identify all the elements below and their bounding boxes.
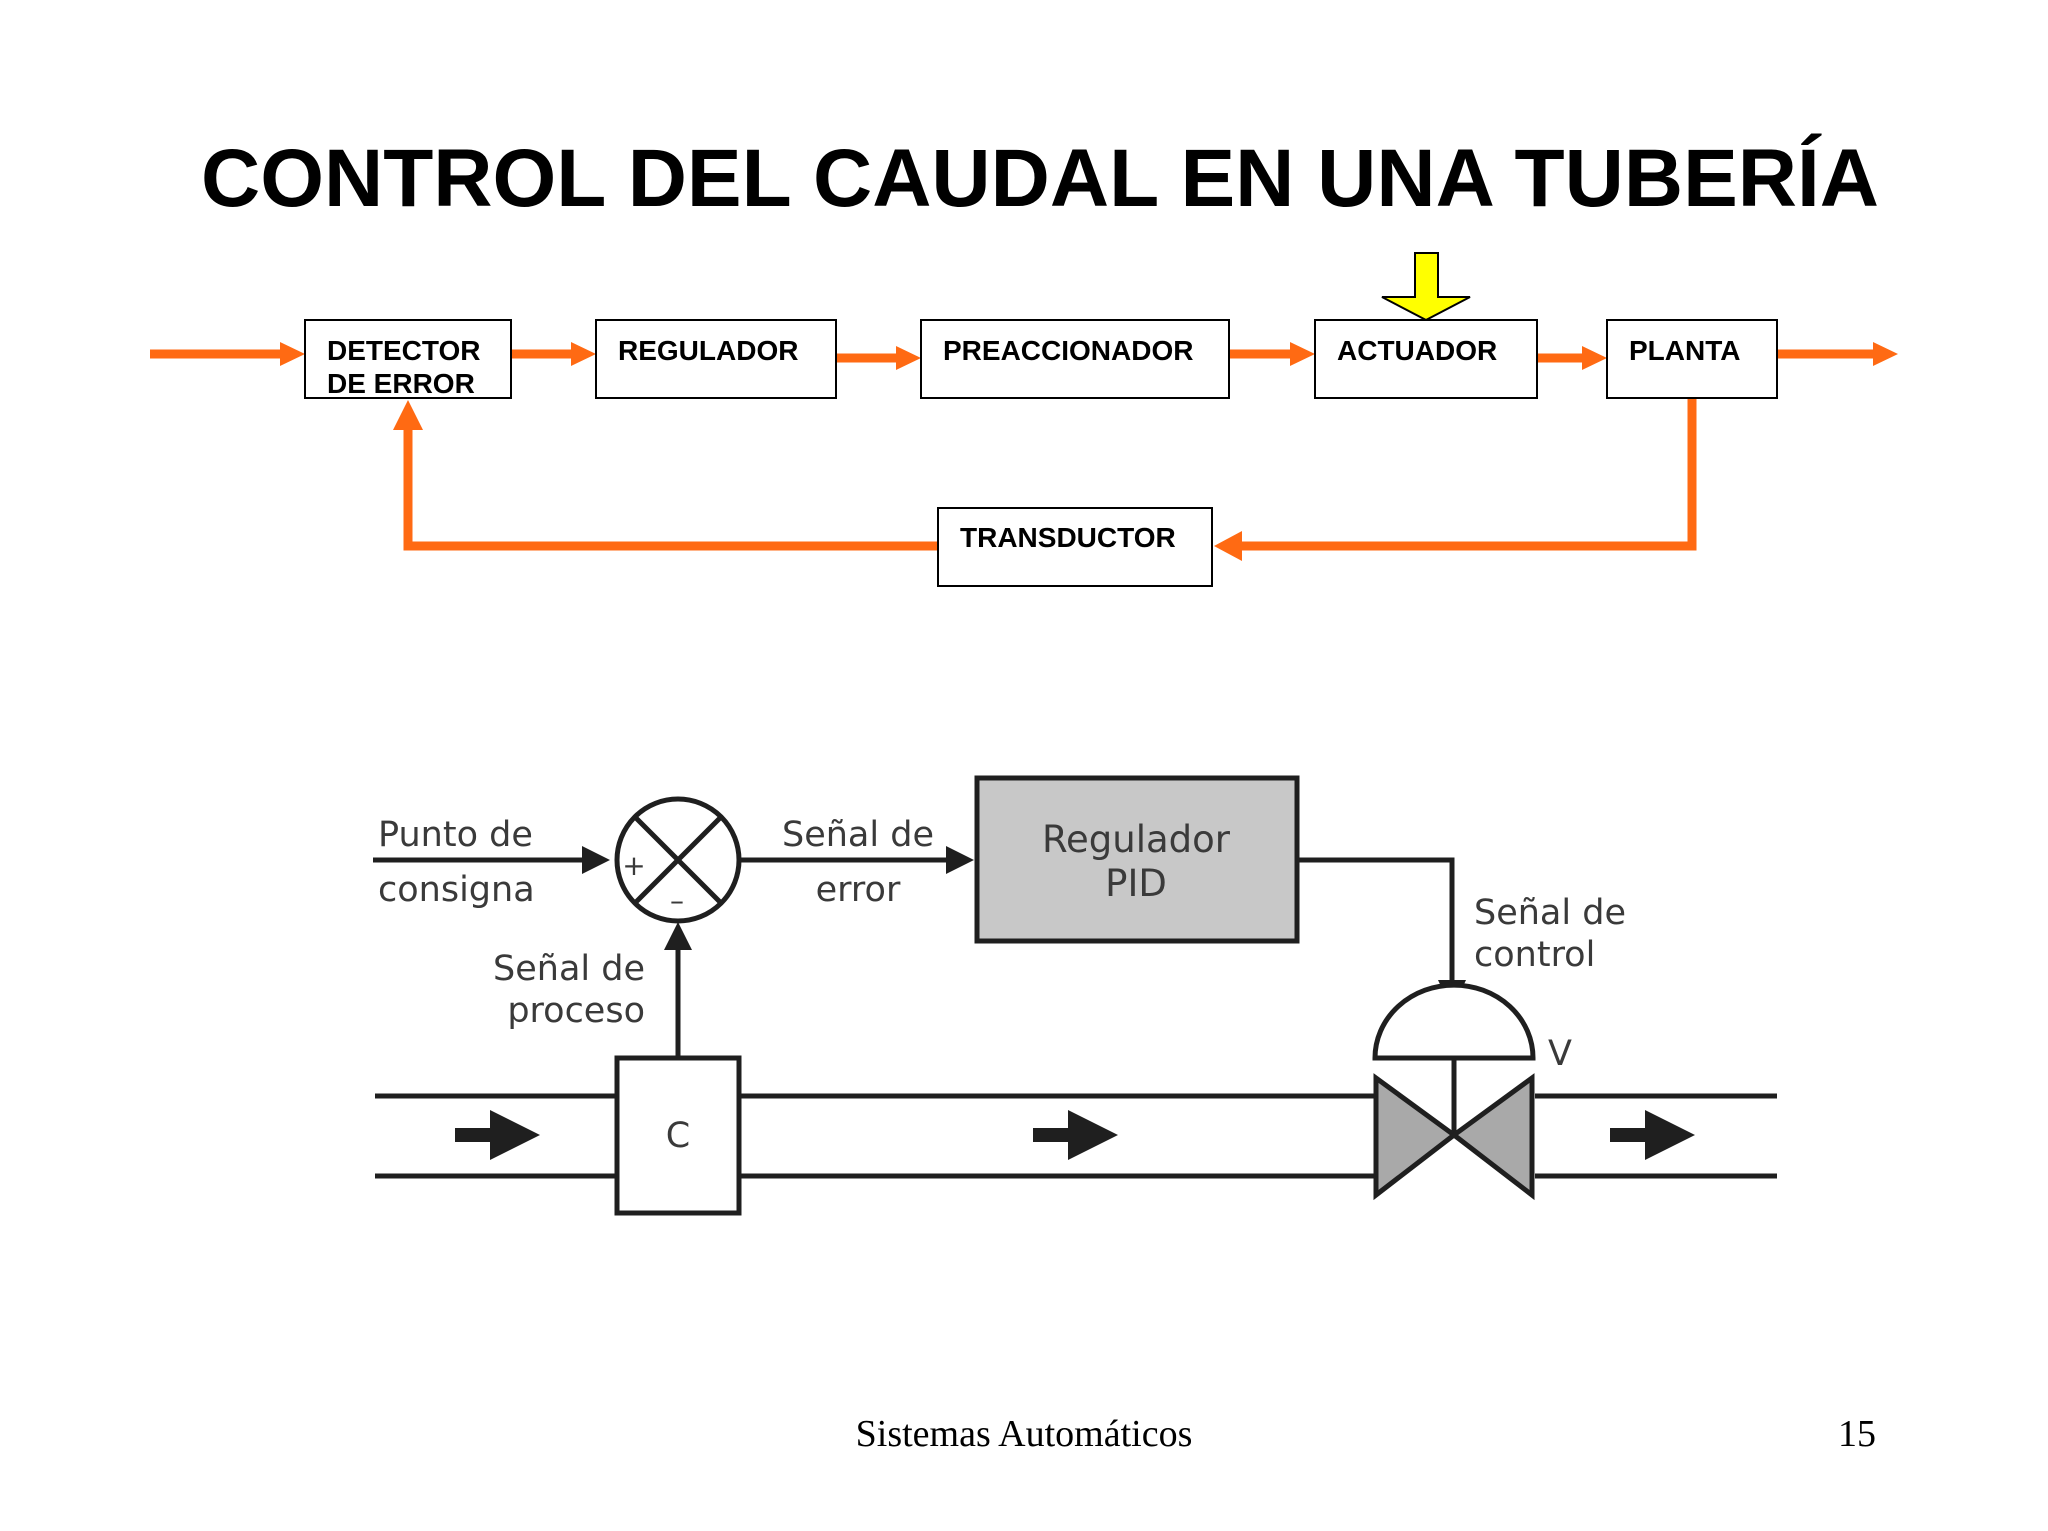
valve-label: V xyxy=(1548,1034,1572,1074)
summing-junction: + – xyxy=(614,796,742,924)
regulador-label: REGULADOR xyxy=(618,335,798,366)
setpoint-label-line1: Punto de xyxy=(378,815,533,855)
arrowhead-preaccionador-actuador xyxy=(1290,342,1315,366)
pid-label-line1: Regulador xyxy=(1042,818,1231,861)
setpoint-arrowhead xyxy=(582,846,610,874)
block-diagram: DETECTOR DE ERROR REGULADOR PREACCIONADO… xyxy=(150,252,1898,587)
block-preaccionador: PREACCIONADOR xyxy=(920,319,1230,399)
detector-label-line1: DETECTOR xyxy=(327,335,481,366)
preaccionador-label: PREACCIONADOR xyxy=(943,335,1193,366)
block-regulador: REGULADOR xyxy=(595,319,837,399)
output-arrowhead xyxy=(1873,342,1898,366)
minus-sign: – xyxy=(670,884,684,917)
control-signal-label-line1: Señal de xyxy=(1474,893,1626,933)
process-diagram: Punto de consigna + – Señal de error Reg… xyxy=(373,775,1777,1216)
process-signal-arrowhead xyxy=(664,922,692,950)
arrowhead-actuador-planta xyxy=(1582,346,1607,370)
error-arrowhead xyxy=(946,846,974,874)
disturbance-arrow xyxy=(1381,252,1471,322)
input-arrowhead xyxy=(280,342,305,366)
control-signal-label-line2: control xyxy=(1474,935,1595,975)
arrowhead-regulador-preaccionador xyxy=(896,346,921,370)
block-actuador: ACTUADOR xyxy=(1314,319,1538,399)
block-planta: PLANTA xyxy=(1606,319,1778,399)
detector-label-line2: DE ERROR xyxy=(327,368,475,399)
pid-regulator-block: Regulador PID xyxy=(974,775,1300,944)
error-signal-label-line1: Señal de xyxy=(782,815,934,855)
feedback-arrowhead-transductor xyxy=(1214,531,1242,561)
flow-arrow-icon-1 xyxy=(455,1110,540,1160)
slide-title: CONTROL DEL CAUDAL EN UNA TUBERÍA xyxy=(201,133,1879,224)
footer-text: Sistemas Automáticos xyxy=(856,1413,1193,1455)
pid-label-line2: PID xyxy=(1105,862,1167,905)
planta-label: PLANTA xyxy=(1629,335,1740,366)
pipe xyxy=(375,1093,1777,1179)
feedback-line-left xyxy=(403,428,938,551)
error-signal-label-line2: error xyxy=(816,870,901,910)
block-transductor: TRANSDUCTOR xyxy=(937,507,1213,587)
process-signal-label-line1: Señal de xyxy=(493,949,645,989)
setpoint-label-line2: consigna xyxy=(378,870,535,910)
page-number: 15 xyxy=(1838,1413,1876,1455)
control-signal-line xyxy=(1299,857,1455,980)
transductor-label: TRANSDUCTOR xyxy=(960,522,1176,553)
process-signal-label-line2: proceso xyxy=(507,991,645,1031)
feedback-arrowhead-detector xyxy=(393,400,423,430)
flow-arrow-icon-3 xyxy=(1610,1110,1695,1160)
plus-sign: + xyxy=(622,849,645,882)
block-detector-de-error: DETECTOR DE ERROR xyxy=(304,319,512,399)
control-valve-icon: V xyxy=(1372,982,1572,1201)
flow-arrow-icon-2 xyxy=(1033,1110,1118,1160)
sensor-label: C xyxy=(666,1116,690,1156)
actuador-label: ACTUADOR xyxy=(1337,335,1497,366)
feedback-line-right xyxy=(1237,397,1697,551)
sensor-block: C xyxy=(614,1055,742,1216)
arrowhead-detector-regulador xyxy=(571,342,596,366)
